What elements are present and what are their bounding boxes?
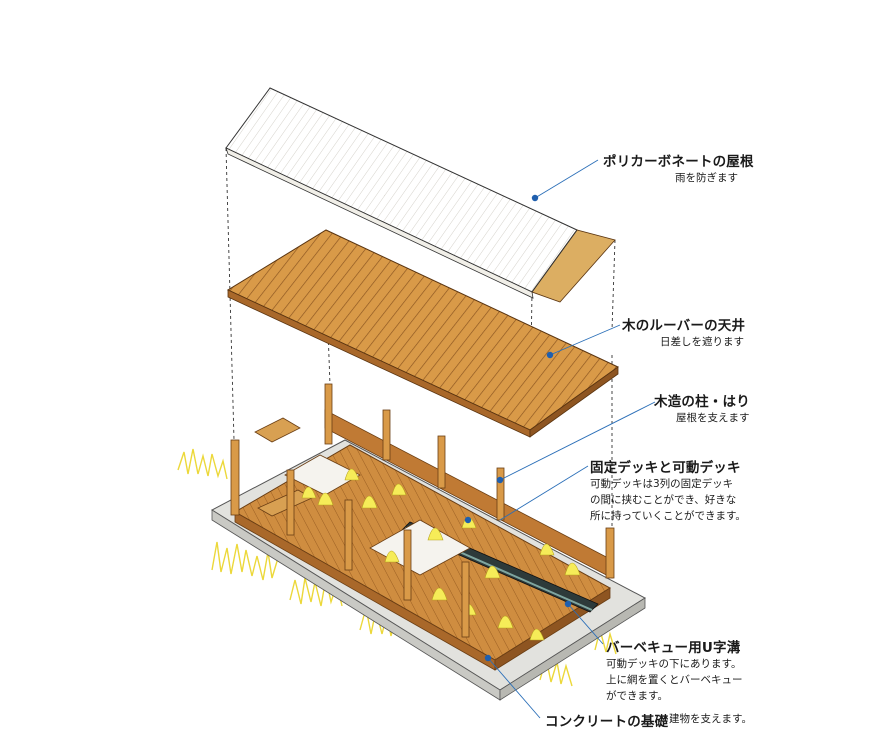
roof-title: ポリカーボネートの屋根 [603, 154, 754, 170]
deck-title: 固定デッキと可動デッキ [590, 460, 741, 476]
bbq-desc: 可動デッキの下にあります。 上に網を置くとバーベキュー ができます。 [606, 656, 743, 704]
deck-desc: 可動デッキは3列の固定デッキ の間に挟むことができ、好きな 所に持っていくことが… [590, 476, 746, 524]
frame-title: 木造の柱・はり [654, 394, 750, 410]
roof-desc: 雨を防ぎます [675, 172, 738, 184]
posts [230, 383, 615, 638]
frame-desc: 屋根を支えます [676, 412, 750, 424]
deck-desc-line-3: 所に持っていくことができます。 [590, 510, 746, 522]
louver-title: 木のルーバーの天井 [622, 318, 746, 334]
foundation-title: コンクリートの基礎 [545, 714, 669, 730]
bbq-desc-line-2: 上に網を置くとバーベキュー [606, 674, 743, 686]
louver-desc: 日差しを遮ります [660, 336, 744, 348]
bbq-title: バーベキュー用U字溝 [606, 640, 741, 656]
leader-lines [487, 159, 656, 719]
shrubs [301, 468, 581, 641]
leader-dots [464, 194, 572, 662]
deck-desc-line-2: の間に挟むことができ、好きな [590, 494, 737, 506]
bbq-desc-line-1: 可動デッキの下にあります。 [606, 658, 742, 670]
bbq-desc-line-3: ができます。 [606, 690, 668, 702]
deck-desc-line-1: 可動デッキは3列の固定デッキ [590, 478, 734, 490]
foundation-desc: 建物を支えます。 [669, 713, 752, 725]
polycarbonate-roof [225, 87, 616, 303]
louver-ceiling [226, 229, 619, 438]
